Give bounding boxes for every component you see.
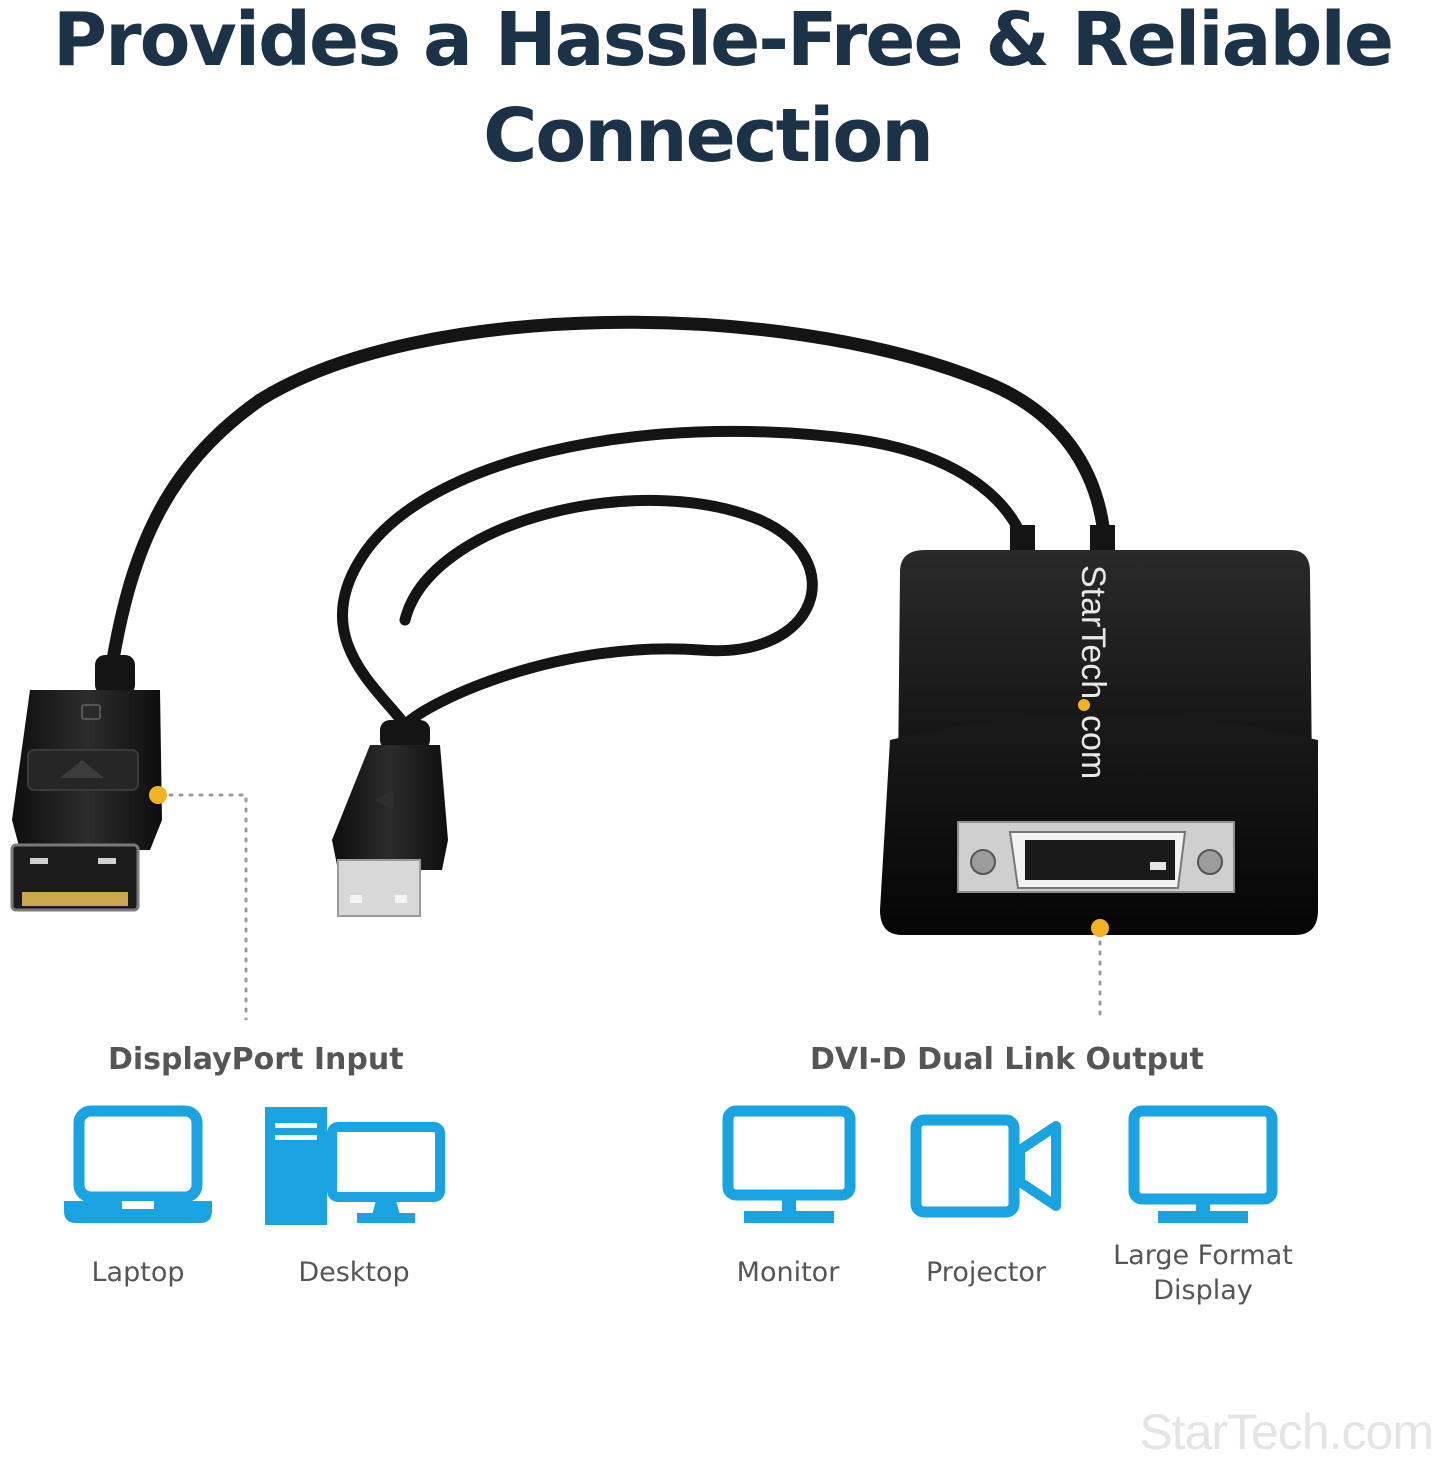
startech-logo: StarTech com — [1074, 565, 1112, 779]
desktop-computer-icon — [265, 1107, 445, 1225]
projector-label: Projector — [926, 1257, 1046, 1288]
large-format-display-label-line-1: Large Format — [1113, 1240, 1293, 1271]
large-format-display-label: Large Format Display — [1098, 1238, 1308, 1308]
svg-text:StarTech: StarTech — [1074, 565, 1112, 699]
large-format-display-label-line-2: Display — [1153, 1275, 1253, 1306]
input-callout-dot — [149, 786, 167, 804]
headline-line-1: Provides a Hassle-Free & Reliable — [52, 0, 1394, 83]
startech-watermark: StarTech.com — [1139, 1404, 1434, 1460]
projector-icon — [910, 1114, 1061, 1218]
headline-line-2: Connection — [483, 93, 934, 179]
displayport-cable — [105, 315, 1112, 672]
adapter-box: StarTech com — [880, 525, 1318, 935]
input-section-title: DisplayPort Input — [108, 1042, 404, 1077]
headline: Provides a Hassle-Free & Reliable Connec… — [0, 0, 1445, 184]
monitor-icon — [722, 1105, 856, 1223]
laptop-icon — [64, 1105, 212, 1223]
svg-text:com: com — [1074, 715, 1112, 779]
laptop-label: Laptop — [91, 1257, 185, 1288]
adapter-product-image: StarTech com — [10, 315, 1318, 1020]
large-format-display-icon — [1128, 1105, 1278, 1223]
output-callout-dot — [1091, 919, 1109, 937]
input-callout — [168, 793, 248, 1020]
desktop-label: Desktop — [298, 1257, 410, 1288]
dvi-port — [957, 821, 1235, 893]
monitor-label: Monitor — [736, 1257, 840, 1288]
displayport-connector — [10, 655, 162, 912]
output-section-title: DVI-D Dual Link Output — [810, 1042, 1204, 1077]
usb-connector — [332, 720, 448, 917]
usb-cable — [336, 425, 1031, 731]
